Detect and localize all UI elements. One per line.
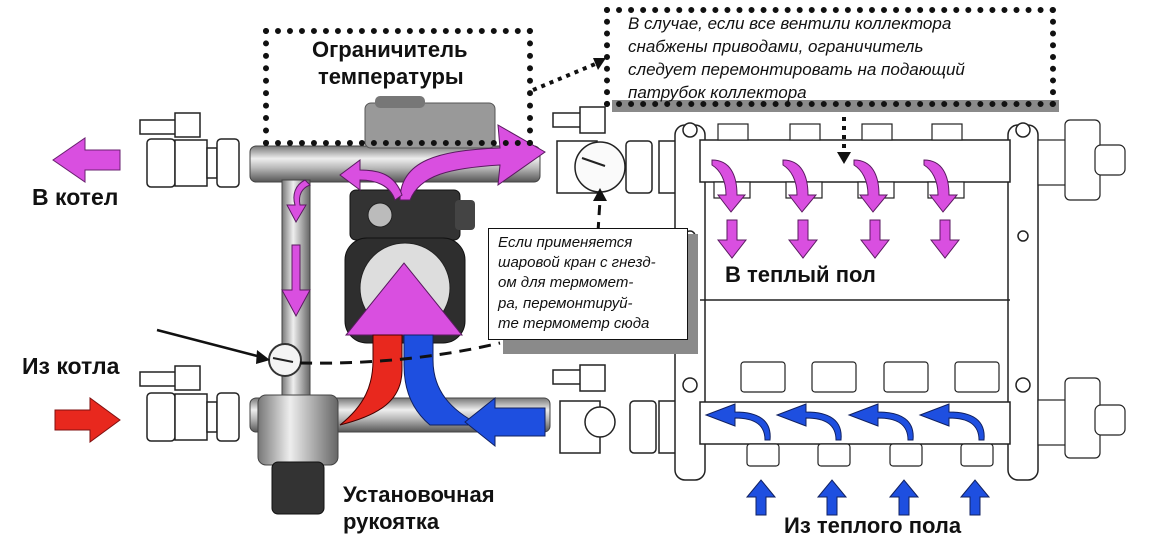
dotted-arrowhead-limiter: [593, 58, 606, 70]
ball-valve-thermometer: [552, 106, 680, 194]
thermometer-note-line-3: ом для термомет-: [498, 274, 634, 291]
collector-note-line-1: В случае, если все вентили коллектора: [628, 14, 952, 33]
collector-note-box: [604, 7, 1056, 107]
label-handle-2: рукоятка: [343, 509, 440, 534]
thermometer-note-box: [488, 228, 688, 340]
dashed-arrowhead-valve: [593, 188, 607, 201]
thermometer-note-line-1: Если применяется: [498, 234, 633, 251]
thermometer-note-line-4: ра, перемонтируй-: [498, 295, 633, 312]
ball-valve-bottom-left: [139, 365, 240, 442]
collector-frame: [674, 122, 1039, 481]
air-vent-top: [1037, 119, 1126, 201]
pump-cable-gland: [455, 200, 475, 230]
thermometer-note-line-2: шаровой кран с гнезд-: [498, 254, 656, 271]
thermometer-note-shadow-side: [688, 234, 698, 354]
thermometer-note-shadow: [503, 340, 689, 354]
mixing-valve-body: [257, 394, 339, 466]
dotted-arrowhead-collector: [837, 152, 851, 164]
pump-screw: [367, 202, 393, 228]
label-handle-1: Установочная: [343, 482, 495, 507]
label-from-boiler: Из котла: [22, 353, 120, 379]
temperature-limiter: [364, 102, 496, 149]
pointer-thermometer-left: [156, 328, 266, 360]
label-temp-limiter-2: температуры: [318, 64, 464, 89]
pointer-arrowhead: [256, 350, 270, 364]
air-vent-bottom: [1037, 377, 1126, 459]
return-inlet-arrows: [704, 403, 991, 516]
collector-note-line-4: патрубок коллектора: [628, 83, 807, 102]
supply-outlet-arrows: [711, 159, 961, 259]
temperature-limiter-box: [263, 28, 533, 146]
ball-valve-top-left: [139, 112, 240, 188]
arrow-pump-to-left: [339, 159, 403, 201]
dashed-link-valve: [596, 199, 602, 233]
collector-return-heads: [740, 361, 1000, 467]
arrow-down-left-pipe: [281, 244, 311, 318]
setting-handle: [271, 461, 325, 515]
dashed-link-thermometer: [299, 341, 501, 365]
limiter-cap: [375, 96, 425, 108]
dotted-link-limiter: [532, 60, 601, 92]
collector-note-line-3: следует перемонтировать на подающий: [628, 60, 965, 79]
label-temp-limiter-1: Ограничитель: [312, 37, 468, 62]
arrow-down-bypass: [286, 179, 311, 224]
collector-note-line-2: снабжены приводами, ограничитель: [628, 37, 924, 56]
thermometer-note-line-5: те термометр сюда: [498, 315, 650, 332]
arrow-to-boiler: [52, 137, 121, 183]
thermometer-needle: [581, 157, 606, 167]
label-to-floor: В теплый пол: [725, 262, 876, 287]
ball-valve-bottom-right: [552, 364, 680, 454]
arrow-hot-into-pump: [339, 334, 403, 426]
label-from-floor: Из теплого пола: [784, 513, 962, 538]
label-to-boiler: В котел: [32, 184, 119, 210]
arrow-return-left: [464, 396, 546, 448]
arrow-from-boiler: [54, 397, 121, 443]
